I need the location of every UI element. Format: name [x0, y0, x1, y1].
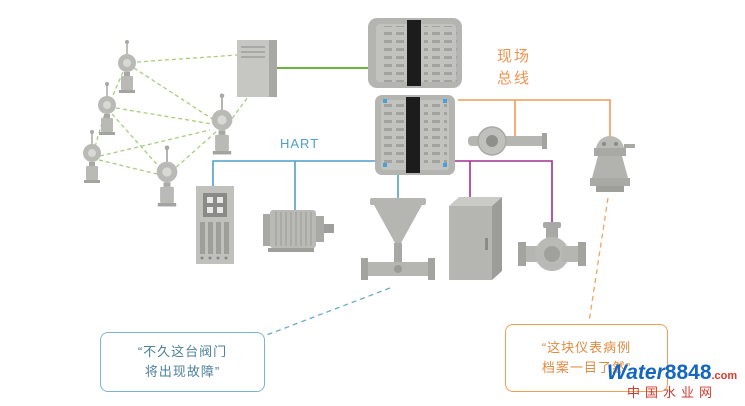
watermark-tld: .com [711, 369, 738, 382]
meter-history-callout: “这块仪表病例 档案一目了然” [505, 324, 668, 392]
wireless-transmitter-2 [97, 81, 117, 136]
valve-prediction-callout: “不久这台阀门 将出现故障” [100, 332, 265, 392]
panel-device [196, 186, 234, 264]
fieldbus-label: 现场 总线 [497, 46, 531, 90]
control-valve [361, 198, 435, 280]
fieldbus-lines [458, 99, 611, 136]
hart-label: HART [280, 136, 320, 151]
profibus-lines [455, 160, 553, 224]
watermark-brand: Water [606, 360, 665, 384]
valve-prediction-line1: “不久这台阀门 [137, 344, 228, 359]
watermark-site-name: 中国水业网 [626, 384, 717, 400]
flow-meter [468, 126, 547, 156]
valve-prediction-line2: 将出现故障” [144, 364, 221, 379]
fieldbus-label-line2: 总线 [497, 70, 532, 87]
fieldbus-label-line1: 现场 [497, 48, 532, 65]
wireless-gateway [237, 40, 277, 97]
wireless-transmitter-5 [155, 144, 179, 208]
wireless-transmitter-4 [82, 129, 102, 184]
hart-bus-lines [212, 160, 399, 210]
smart-regulator [590, 136, 635, 192]
flanged-valve [518, 222, 586, 271]
meter-history-line2: 档案一目了然” [541, 360, 632, 375]
watermark-number: 8848 [664, 360, 712, 384]
wireless-transmitter-3 [210, 92, 234, 156]
wireless-transmitter-1 [117, 39, 137, 94]
watermark-brand-line: Water8848.com [602, 361, 742, 384]
meter-callout-leader [588, 197, 609, 323]
motor [263, 210, 334, 252]
controller-bottom-module [375, 95, 455, 175]
valve-callout-leader [263, 287, 391, 337]
watermark-logo: Water8848.com 中国水业网 [602, 361, 742, 400]
cabinet [449, 197, 502, 280]
meter-history-line1: “这块仪表病例 [541, 340, 632, 355]
controller-top-module [368, 18, 462, 88]
